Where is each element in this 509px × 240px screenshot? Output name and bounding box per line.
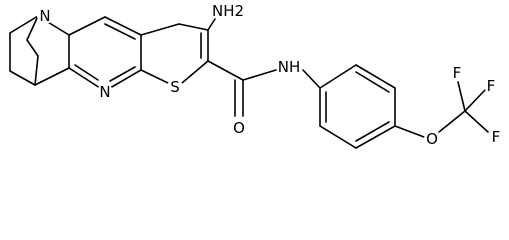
bond [355, 71, 390, 93]
atom-f-top-left: F [450, 64, 464, 82]
atom-label: N [99, 83, 110, 101]
bond [68, 67, 101, 89]
atom-label: N [39, 7, 50, 25]
atom-labels: N NH2 N S NH O O F F [37, 2, 503, 148]
atom-label: NH2 [212, 2, 244, 20]
atom-label: NH [278, 58, 301, 76]
atom-f-right: F [489, 128, 503, 146]
bond [457, 81, 466, 112]
bond [242, 69, 277, 81]
bond [74, 64, 99, 81]
atom-n-bridgehead: N [37, 7, 53, 25]
atom-label: F [492, 128, 501, 146]
bond [207, 18, 216, 31]
bond [319, 125, 357, 149]
atom-n-pyridine: N [97, 83, 113, 101]
atom-label: O [233, 119, 245, 137]
bond [355, 125, 396, 149]
atom-nh-amide: NH [278, 56, 301, 78]
bond [68, 16, 106, 36]
bond [319, 64, 357, 89]
atom-label: F [453, 64, 462, 82]
bond [109, 66, 136, 82]
atom-label: F [487, 77, 496, 95]
bond [464, 110, 489, 133]
bond [109, 69, 142, 89]
bond [34, 67, 70, 86]
bond [207, 60, 244, 81]
bond-lines [9, 15, 489, 149]
bond [178, 23, 209, 31]
bond [464, 89, 486, 112]
bond [9, 15, 39, 34]
atom-f-top-right: F [484, 77, 498, 95]
bond [394, 125, 425, 138]
bond [355, 121, 390, 142]
bond [104, 23, 136, 40]
bond [104, 16, 142, 36]
bond [438, 110, 466, 133]
atom-o-carbonyl: O [231, 119, 247, 137]
bond [26, 39, 39, 57]
bond [302, 69, 321, 89]
bond [9, 70, 36, 86]
bond [181, 60, 209, 84]
atom-amino-group: NH2 [212, 2, 244, 20]
bond [355, 64, 396, 89]
atom-label: S [170, 78, 180, 96]
bond [140, 69, 169, 84]
bond [140, 23, 180, 36]
chemical-structure-diagram: N NH2 N S NH O O F F [9, 2, 503, 149]
bond [26, 15, 39, 41]
atom-s-thiophene: S [167, 78, 183, 96]
atom-o-ether: O [424, 130, 440, 148]
bond [34, 55, 39, 86]
atom-label: O [426, 130, 438, 148]
